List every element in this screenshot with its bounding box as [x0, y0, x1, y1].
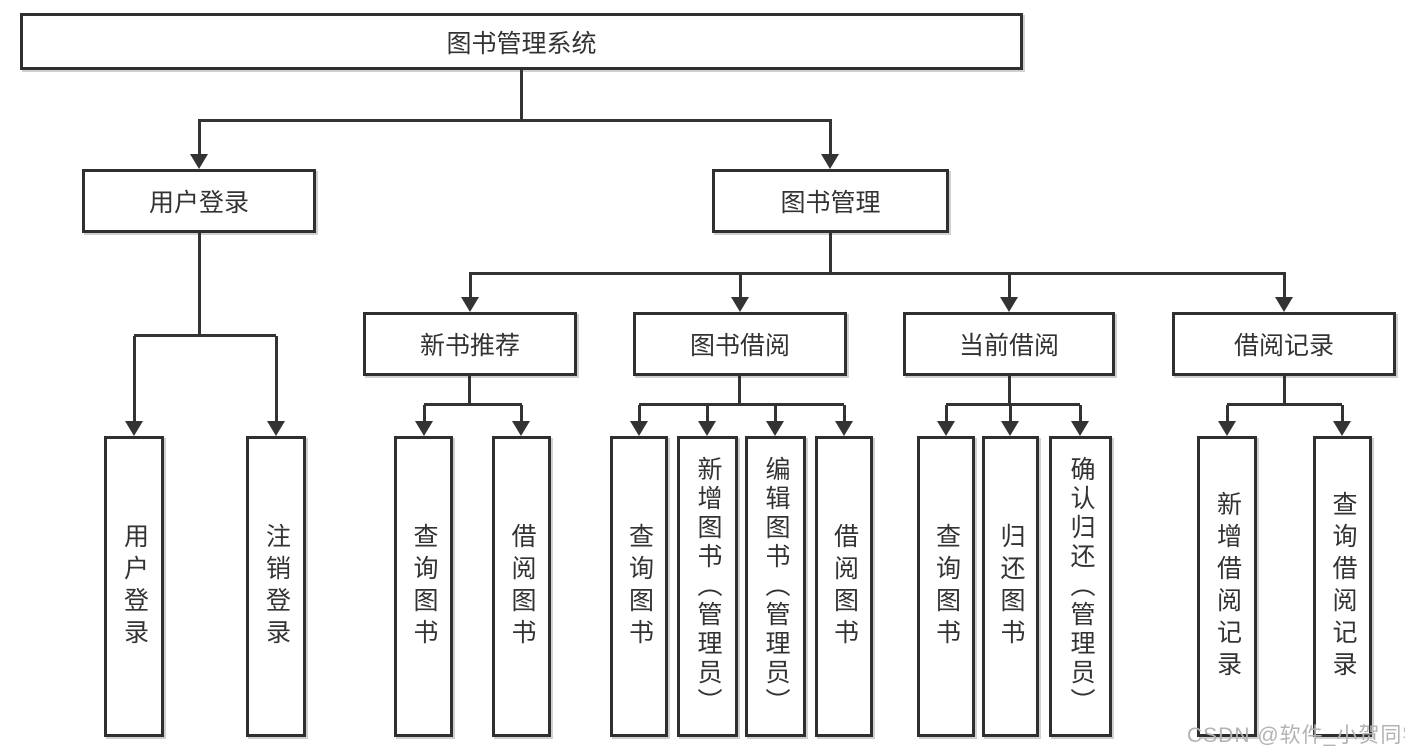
leaf-logout: 注销登录	[246, 436, 306, 737]
connector-current-stem	[1008, 376, 1011, 405]
arrow-to-borrowing-records	[1275, 272, 1293, 312]
arrow-to-records-query-record	[1333, 405, 1351, 436]
node-user-login-branch: 用户登录	[82, 169, 316, 233]
leaf-label: 借阅图书	[508, 522, 536, 651]
leaf-recommend-query-books: 查询图书	[394, 436, 453, 737]
arrow-to-leaf-user-login	[125, 336, 143, 436]
node-root-library-system: 图书管理系统	[20, 13, 1023, 70]
leaf-records-add-record: 新增借阅记录	[1197, 436, 1257, 737]
arrow-to-book-borrowing	[731, 272, 749, 312]
leaf-label: 查询图书	[410, 522, 438, 651]
leaf-label: 新增借阅记录	[1213, 490, 1242, 683]
leaf-label: 借阅图书	[830, 522, 859, 651]
leaf-label: 查询图书	[932, 522, 961, 651]
connector-records-stem	[1283, 376, 1286, 405]
arrow-to-leaf-logout	[267, 336, 285, 436]
arrow-to-current-borrowing	[1000, 272, 1018, 312]
leaf-label: 注销登录	[262, 522, 291, 651]
node-book-management-branch: 图书管理	[712, 169, 949, 233]
node-borrowing-records: 借阅记录	[1172, 312, 1396, 376]
csdn-watermark: CSDN @软件_小贺同学	[1187, 724, 1405, 747]
leaf-current-query-books: 查询图书	[917, 436, 975, 737]
arrow-to-current-query-books	[937, 405, 955, 436]
connector-current-bar	[946, 403, 1080, 406]
leaf-label: 确认归还（管理员）	[1067, 456, 1095, 717]
arrow-to-borrowing-query-books	[630, 405, 648, 436]
connector-records-bar	[1227, 403, 1342, 406]
arrow-to-recommend-query-books	[415, 405, 433, 436]
arrow-to-recommend-borrow-books	[512, 405, 530, 436]
arrow-to-records-add-record	[1218, 405, 1236, 436]
leaf-borrowing-edit-books-admin: 编辑图书（管理员）	[745, 436, 806, 737]
leaf-label: 用户登录	[120, 522, 149, 651]
leaf-recommend-borrow-books: 借阅图书	[492, 436, 551, 737]
arrow-to-borrowing-borrow-books	[835, 405, 853, 436]
connector-user-login-bar	[134, 334, 276, 337]
leaf-label: 查询借阅记录	[1329, 490, 1357, 683]
leaf-label: 新增图书（管理员）	[694, 456, 722, 717]
connector-level1-bar	[198, 119, 832, 122]
leaf-label: 归还图书	[997, 522, 1025, 651]
connector-borrowing-bar	[639, 403, 844, 406]
leaf-borrowing-borrow-books: 借阅图书	[815, 436, 873, 737]
leaf-borrowing-query-books: 查询图书	[610, 436, 668, 737]
leaf-user-login: 用户登录	[104, 436, 164, 737]
arrow-to-borrowing-add-books	[698, 405, 716, 436]
arrow-to-user-login	[190, 119, 208, 169]
arrow-to-current-return-books	[1001, 405, 1019, 436]
node-label: 借阅记录	[1233, 332, 1334, 360]
arrow-to-new-book-recommendation	[461, 272, 479, 312]
node-label: 当前借阅	[958, 332, 1059, 360]
node-label: 新书推荐	[419, 332, 520, 360]
node-new-book-recommendation: 新书推荐	[363, 312, 577, 376]
connector-root-stem	[520, 70, 523, 121]
node-label: 图书借阅	[689, 332, 790, 360]
connector-borrowing-stem	[738, 376, 741, 405]
arrow-to-current-confirm-return	[1071, 405, 1089, 436]
connector-user-login-stem	[198, 233, 201, 336]
node-label: 图书管理系统	[446, 29, 597, 58]
connector-level2-bar	[470, 272, 1284, 275]
node-label: 用户登录	[148, 189, 249, 217]
leaf-label: 查询图书	[625, 522, 654, 651]
leaf-label: 编辑图书（管理员）	[762, 456, 790, 717]
node-book-borrowing: 图书借阅	[633, 312, 847, 376]
leaf-current-return-books: 归还图书	[982, 436, 1039, 737]
leaf-records-query-record: 查询借阅记录	[1313, 436, 1372, 737]
connector-book-management-stem	[829, 233, 832, 274]
leaf-current-confirm-return-admin: 确认归还（管理员）	[1049, 436, 1112, 737]
connector-recommend-bar	[424, 403, 522, 406]
arrow-to-borrowing-edit-books	[766, 405, 784, 436]
leaf-borrowing-add-books-admin: 新增图书（管理员）	[677, 436, 738, 737]
arrow-to-book-management	[821, 119, 839, 169]
node-current-borrowing: 当前借阅	[903, 312, 1115, 376]
node-label: 图书管理	[780, 189, 881, 217]
connector-recommend-stem	[468, 376, 471, 405]
